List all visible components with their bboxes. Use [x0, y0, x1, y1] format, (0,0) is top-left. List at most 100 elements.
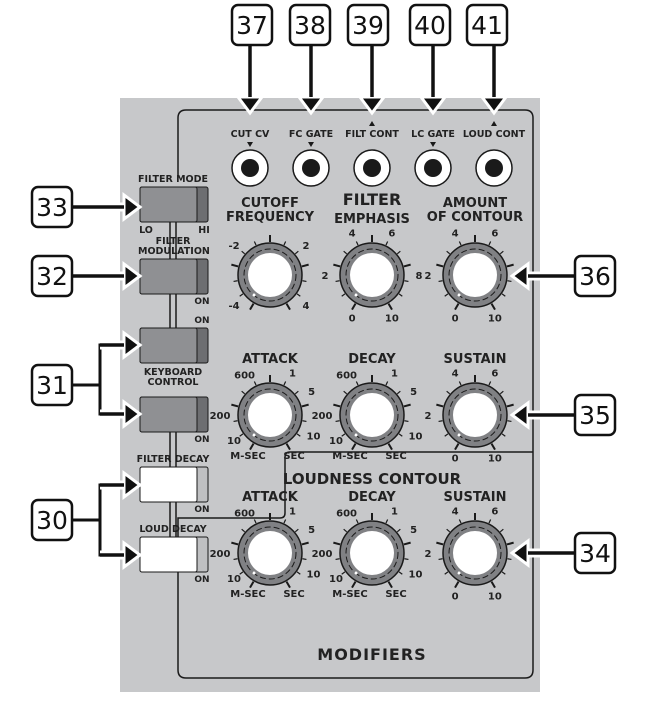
knob-tick: [351, 581, 357, 589]
jack-loud-cont[interactable]: LOUD CONT: [463, 121, 526, 187]
knob-pointer: [354, 571, 358, 575]
knob-scale-label: 10: [307, 431, 321, 442]
knob-tick: [283, 519, 287, 524]
knob-scale-label: -2: [228, 241, 239, 252]
knob-tick: [458, 519, 462, 524]
knob-tick: [249, 303, 255, 311]
callout-number: 34: [579, 539, 611, 568]
switch-filter-modulation[interactable]: ON: [139, 258, 210, 307]
knob-tick: [239, 571, 244, 575]
knob-tick: [458, 241, 462, 246]
knob-scale-label: 1: [391, 507, 398, 518]
jack-lc-gate[interactable]: LC GATE: [411, 129, 455, 187]
switch-keyboard-control-1[interactable]: ON: [139, 316, 210, 364]
knob-tick: [239, 293, 244, 297]
knob-scale-label: 1: [391, 369, 398, 380]
knob-tick: [385, 381, 389, 386]
knob-unit-label: M-SEC: [230, 451, 265, 462]
knob-tick: [385, 241, 389, 246]
callout-number: 37: [236, 11, 268, 40]
callout-number: 32: [36, 262, 68, 291]
knob-tick: [355, 381, 359, 386]
switch-filter-mode[interactable]: FILTER MODE: [138, 174, 209, 223]
knob-scale-label: 600: [336, 370, 357, 381]
callout-left: 30: [30, 498, 74, 542]
knob-tick: [398, 293, 403, 297]
callout-right: 34: [573, 531, 617, 575]
knob-tick: [241, 390, 246, 395]
knob-tick: [283, 241, 287, 246]
switch-keyboard-control-2[interactable]: ON: [139, 396, 210, 445]
modifiers-title: MODIFIERS: [317, 645, 426, 664]
knob-tick: [285, 581, 291, 589]
knob-tick: [454, 443, 460, 451]
callout-number: 38: [294, 11, 326, 40]
knob-scale-label: 600: [336, 508, 357, 519]
knob-title: AMOUNT: [443, 196, 507, 211]
jack-hole: [363, 159, 381, 177]
jack-hole: [302, 159, 320, 177]
knob-scale-label: 200: [210, 411, 231, 422]
knob-tick: [294, 390, 299, 395]
knob-pointer: [354, 433, 358, 437]
callout-box: [573, 393, 617, 437]
jack-marker-icon: [247, 142, 253, 147]
jack-fc-gate[interactable]: FC GATE: [289, 129, 333, 187]
callout-number: 40: [414, 11, 446, 40]
knob-tick: [301, 541, 309, 546]
knob-tick: [387, 303, 393, 311]
knob-cap: [453, 393, 497, 437]
switch-rocker: [139, 186, 198, 223]
knob-grip: [243, 388, 297, 442]
knob-scale-label: 5: [308, 387, 315, 398]
knob-tick: [507, 420, 512, 423]
filter-section-title: FILTER: [343, 190, 402, 209]
knob-scale-label: 6: [491, 228, 498, 239]
knob-scale-label: 6: [388, 228, 395, 239]
knob-scale-label: 2: [425, 549, 432, 560]
bracket: [98, 483, 110, 557]
switch-rocker: [139, 536, 198, 573]
knob-scale-label: 4: [452, 506, 459, 517]
knob-tick: [454, 581, 460, 589]
switch-rocker: [139, 466, 198, 503]
callout-box: [408, 3, 452, 47]
jack-cut-cv[interactable]: CUT CV: [231, 129, 270, 187]
knob-tick: [249, 581, 255, 589]
knob-unit-label: SEC: [283, 451, 304, 462]
knob-scale-label: 5: [410, 525, 417, 536]
knob-unit-label: SEC: [385, 589, 406, 600]
knob-cap: [350, 393, 394, 437]
knob-tick: [335, 280, 340, 283]
knob-tick: [506, 263, 514, 268]
knob-tick: [446, 390, 451, 395]
knob-scale-label: 10: [307, 569, 321, 580]
jack-filt-cont[interactable]: FILT CONT: [345, 121, 399, 187]
knob-tick: [438, 420, 443, 423]
callout-number: 36: [579, 262, 611, 291]
knob-scale-label: 2: [425, 411, 432, 422]
jack-hole: [485, 159, 503, 177]
knob-tick: [436, 403, 444, 408]
knob-tick: [458, 381, 462, 386]
knob-tick: [403, 263, 411, 268]
knob-pointer: [252, 433, 256, 437]
knob-tick: [333, 403, 341, 408]
callout-left: 31: [30, 363, 74, 407]
knob-tick: [499, 390, 504, 395]
knob-tick: [233, 420, 238, 423]
knob-tick: [351, 443, 357, 451]
callout-top: 40: [408, 3, 452, 47]
